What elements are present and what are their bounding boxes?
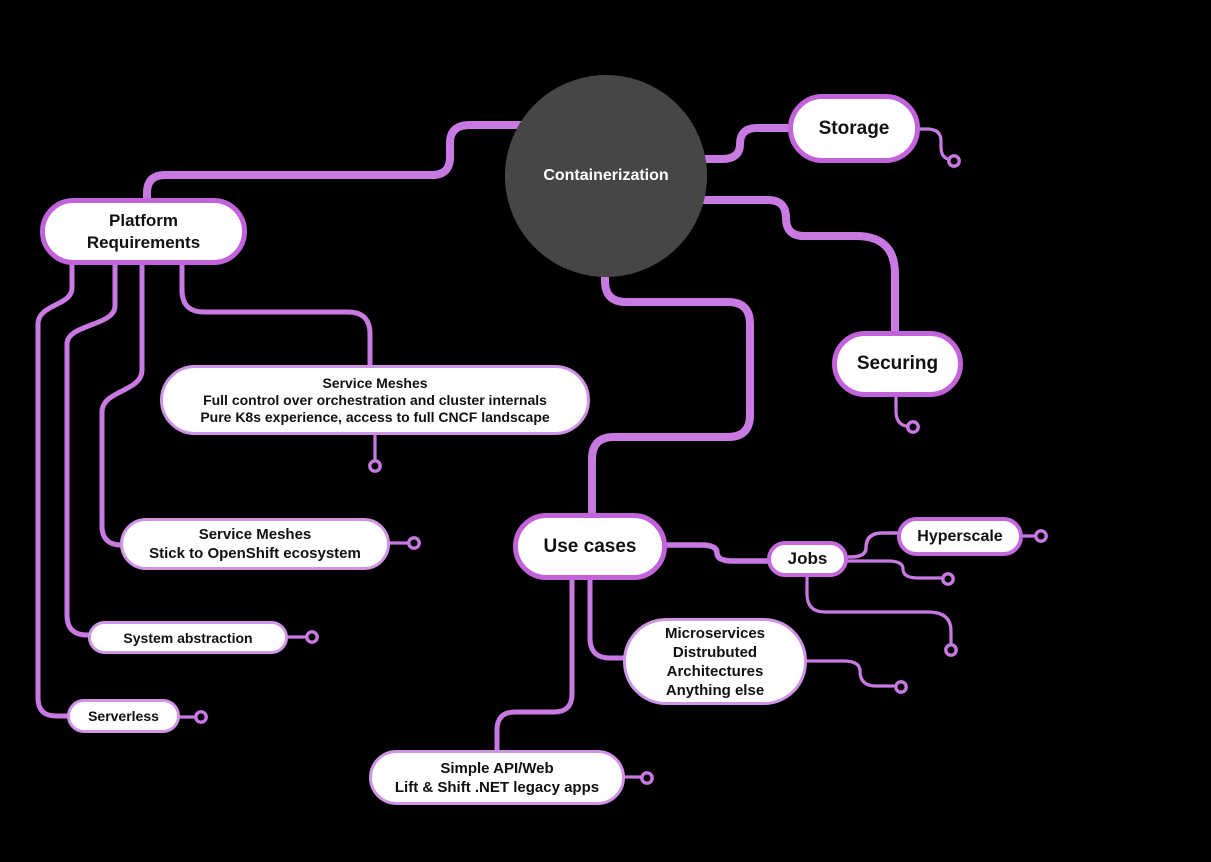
service-meshes-full-label-line3: Pure K8s experience, access to full CNCF… [200, 408, 550, 425]
node-storage[interactable]: Storage [788, 94, 920, 163]
terminal-ring-jobs-right [941, 572, 955, 586]
terminal-ring-simple-api-web [640, 771, 654, 785]
node-serverless[interactable]: Serverless [67, 699, 180, 733]
terminal-ring-storage [947, 154, 961, 168]
node-securing[interactable]: Securing [832, 331, 963, 397]
edge-platform-requirements-serverless [35, 260, 75, 719]
node-hyperscale[interactable]: Hyperscale [897, 517, 1023, 556]
edge-jobs-terminal-bottom [805, 573, 953, 645]
hyperscale-label: Hyperscale [917, 527, 1003, 545]
edge-jobs-hyperscale [843, 531, 902, 559]
edge-storage-terminal [914, 127, 950, 161]
node-platform-requirements[interactable]: Platform Requirements [40, 198, 247, 265]
terminal-ring-service-meshes-openshift [407, 536, 421, 550]
terminal-ring-service-meshes-full [368, 459, 382, 473]
edge-containerization-securing [651, 196, 899, 344]
edge-microservices-terminal [803, 659, 895, 688]
use-cases-label: Use cases [543, 535, 637, 557]
terminal-ring-system-abstraction [305, 630, 319, 644]
edge-use-cases-simple-api-web [494, 573, 575, 756]
terminal-ring-microservices [894, 680, 908, 694]
service-meshes-full-label-line2: Full control over orchestration and clus… [203, 391, 547, 408]
edge-containerization-storage [641, 124, 804, 163]
storage-label: Storage [818, 117, 890, 139]
system-abstraction-label: System abstraction [123, 629, 253, 646]
service-meshes-full-label-line1: Service Meshes [322, 374, 428, 391]
node-use-cases[interactable]: Use cases [513, 513, 667, 580]
platform-requirements-label-line1: Platform [109, 210, 178, 230]
edge-jobs-terminal-right [843, 559, 943, 580]
service-meshes-openshift-label-line1: Service Meshes [198, 526, 312, 543]
microservices-label-line2: Distrubuted [672, 643, 758, 661]
simple-api-web-label-line1: Simple API/Web [440, 759, 554, 777]
serverless-label: Serverless [88, 708, 159, 724]
platform-requirements-label-line2: Requirements [86, 232, 201, 252]
edge-platform-requirements-service-meshes-full [179, 260, 373, 371]
containerization-label: Containerization [543, 167, 669, 184]
terminal-ring-jobs-bottom [944, 643, 958, 657]
edge-platform-requirements-service-meshes-openshift [99, 260, 145, 548]
edge-containerization-platform-requirements [143, 121, 564, 214]
microservices-label-line4: Anything else [665, 681, 765, 699]
edge-use-cases-microservices [587, 573, 631, 661]
node-microservices[interactable]: Microservices Distrubuted Architectures … [623, 618, 807, 705]
terminal-ring-serverless [194, 710, 208, 724]
node-simple-api-web[interactable]: Simple API/Web Lift & Shift .NET legacy … [369, 750, 625, 805]
edge-use-cases-jobs [657, 542, 773, 564]
service-meshes-openshift-label-line2: Stick to OpenShift ecosystem [149, 545, 361, 562]
node-service-meshes-full[interactable]: Service Meshes Full control over orchest… [160, 365, 590, 435]
microservices-label-line1: Microservices [664, 624, 766, 642]
edge-securing-terminal [894, 392, 908, 428]
simple-api-web-label-line2: Lift & Shift .NET legacy apps [394, 778, 600, 796]
node-containerization[interactable]: Containerization [505, 75, 707, 277]
microservices-label-line3: Architectures [666, 662, 764, 680]
node-system-abstraction[interactable]: System abstraction [88, 621, 288, 654]
terminal-ring-securing [906, 420, 920, 434]
node-service-meshes-openshift[interactable]: Service Meshes Stick to OpenShift ecosys… [120, 518, 390, 570]
edge-containerization-use-cases [588, 254, 754, 524]
jobs-label: Jobs [787, 549, 828, 568]
terminal-ring-hyperscale [1034, 529, 1048, 543]
securing-label: Securing [856, 353, 939, 374]
edge-platform-requirements-system-abstraction [64, 260, 118, 638]
node-jobs[interactable]: Jobs [767, 541, 848, 577]
